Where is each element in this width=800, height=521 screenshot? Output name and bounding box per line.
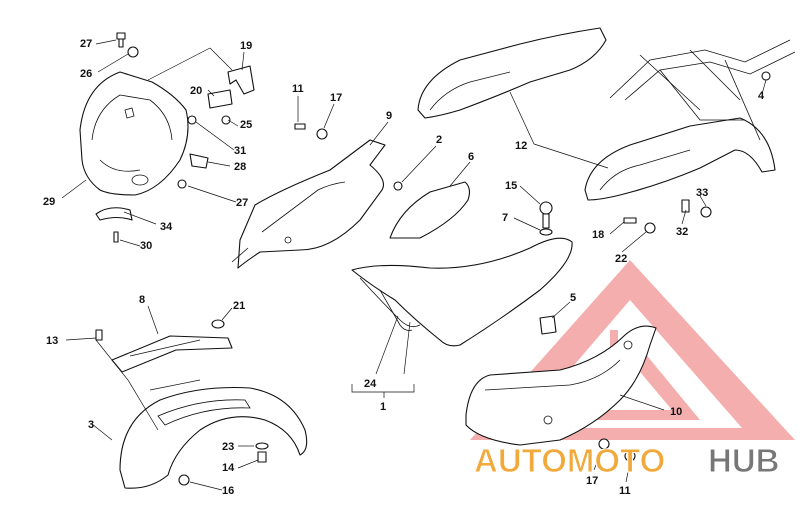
callout-label: 22	[615, 253, 627, 265]
part-tail-section-12-upper	[417, 27, 607, 119]
callout-label: 11	[619, 485, 631, 497]
part-washer-31	[187, 115, 197, 125]
part-bolt-27	[116, 32, 126, 48]
callout-label: 19	[240, 40, 252, 52]
part-washer-22	[644, 222, 656, 234]
callout-label: 15	[505, 180, 517, 192]
callout-label: 29	[43, 196, 55, 208]
part-washer-7	[539, 228, 553, 236]
part-washer-17b	[598, 438, 610, 450]
callout-label: 24	[364, 378, 377, 390]
callout-label: 32	[676, 226, 688, 238]
callout-label: 26	[80, 68, 92, 80]
part-rear-frame-4	[609, 39, 796, 141]
part-bolt-25	[221, 115, 231, 125]
part-bolt-27b	[177, 179, 187, 189]
callout-label: 14	[222, 462, 235, 474]
part-bracket-28	[189, 153, 209, 169]
part-tail-section-12-lower	[584, 117, 776, 201]
part-nut-33	[700, 206, 712, 218]
part-headlight-fairing	[79, 71, 189, 196]
callout-label: 3	[88, 419, 94, 431]
part-front-mudguard-3	[119, 386, 308, 489]
callout-label: 17	[330, 92, 342, 104]
callout-label: 1	[380, 401, 386, 413]
part-screw-14	[257, 451, 267, 463]
watermark-text: AUTOMOTO HUB	[474, 442, 781, 480]
part-bolt-11	[294, 123, 306, 130]
leader-lines	[61, 39, 767, 491]
callout-label: 27	[80, 38, 92, 50]
callout-label: 34	[160, 221, 173, 233]
watermark-text-main: AUTOMOTO	[474, 442, 665, 479]
callout-label: 9	[386, 110, 392, 122]
part-nut-21	[211, 319, 225, 329]
callout-numbers: 27 26 19 20 11 17 9 2 6 12 4 29 31 25 28…	[43, 38, 765, 497]
callout-label: 7	[502, 212, 508, 224]
part-clip-5	[539, 315, 557, 335]
part-nut-26	[127, 46, 139, 58]
callout-label: 11	[292, 83, 304, 95]
part-screw-13	[95, 329, 103, 341]
callout-label: 16	[222, 485, 234, 497]
callout-label: 28	[234, 161, 246, 173]
part-mudguard-bracket-8	[111, 335, 233, 373]
watermark-text-accent: HUB	[708, 442, 780, 479]
callout-label: 10	[670, 406, 682, 418]
callout-label: 4	[758, 90, 765, 102]
part-pin-15	[539, 201, 553, 229]
part-nut-4	[761, 71, 771, 81]
callout-label: 17	[586, 475, 598, 487]
callout-label: 27	[236, 197, 248, 209]
part-clamp-20	[207, 89, 233, 109]
callout-label: 2	[436, 134, 442, 146]
part-screw-2	[393, 181, 403, 191]
part-washer-23	[255, 442, 269, 450]
callout-label: 33	[696, 187, 708, 199]
part-side-panel-9	[231, 139, 386, 269]
callout-label: 13	[46, 335, 58, 347]
part-bracket-19	[227, 65, 255, 95]
callout-label: 12	[515, 140, 527, 152]
part-nut-16	[178, 474, 190, 486]
part-bolt-18	[623, 217, 637, 224]
callout-label: 25	[240, 119, 252, 131]
callout-label: 31	[234, 145, 246, 157]
part-belly-pan-10	[465, 325, 657, 446]
part-bolt-11b	[624, 450, 636, 462]
callout-label: 18	[592, 229, 604, 241]
part-bolt-32	[681, 199, 690, 213]
part-plate-6	[389, 181, 471, 239]
part-bracket-34	[95, 207, 133, 221]
callout-label: 21	[233, 300, 245, 312]
callout-label: 30	[140, 240, 152, 252]
callout-label: 5	[570, 292, 576, 304]
part-screw-30	[113, 231, 119, 243]
callout-label: 6	[468, 151, 474, 163]
callout-label: 20	[190, 85, 202, 97]
callout-label: 8	[139, 294, 145, 306]
callout-label: 23	[222, 441, 234, 453]
part-seat-1	[351, 237, 573, 347]
part-washer-17	[316, 128, 328, 140]
